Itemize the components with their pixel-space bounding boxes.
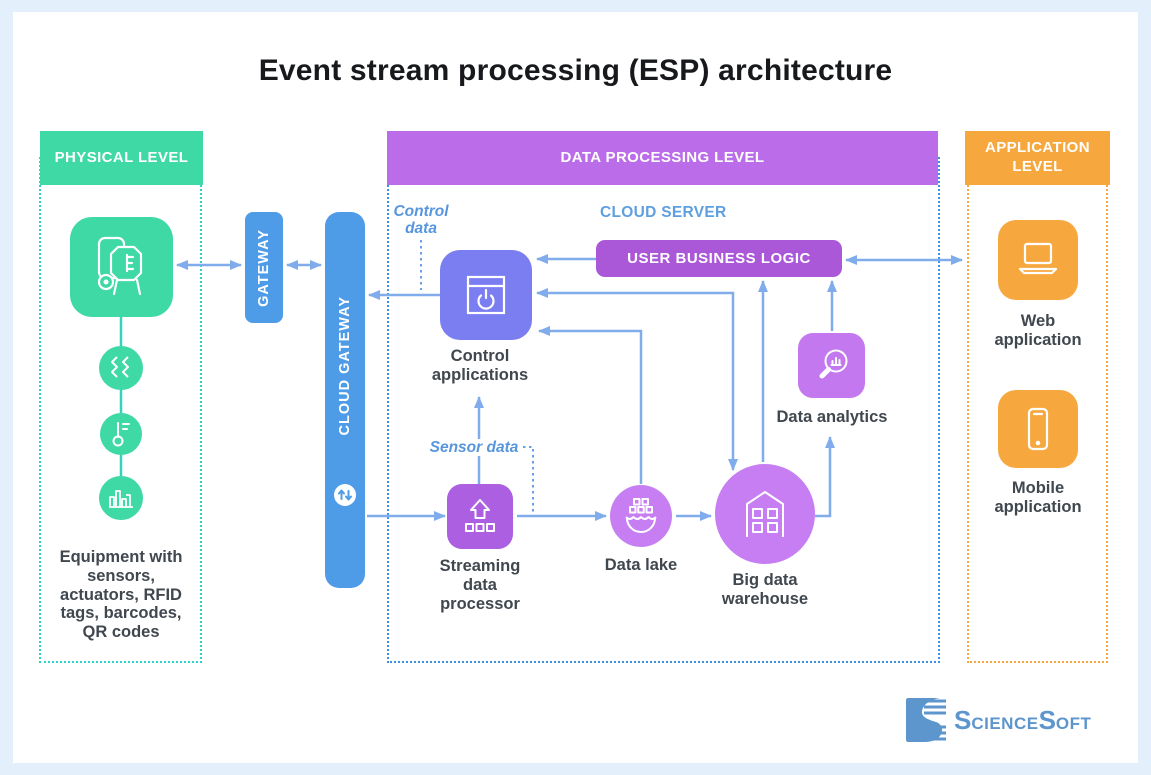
equipment-caption: Equipment with sensors, actuators, RFID …	[59, 548, 183, 642]
data-analytics-label: Data analytics	[776, 408, 888, 426]
data-lake-label: Data lake	[604, 556, 678, 574]
data-lake-node	[610, 485, 672, 547]
equipment-icon	[91, 235, 153, 299]
big-data-warehouse-label: Big data warehouse	[721, 571, 809, 608]
transfer-icon	[334, 484, 356, 506]
physical-level-header: PHYSICAL LEVEL	[40, 131, 203, 185]
laptop-icon	[1012, 238, 1064, 282]
streaming-data-processor-node	[447, 484, 513, 549]
web-application-label: Web application	[994, 312, 1082, 349]
application-level-header-label: APPLICATION LEVEL	[985, 139, 1090, 175]
sensor-data-label: Sensor data	[428, 439, 520, 457]
physical-level-header-label: PHYSICAL LEVEL	[54, 148, 189, 166]
vibration-sensor-node	[99, 346, 143, 390]
equipment-node	[70, 217, 173, 317]
thermometer-sensor-icon	[108, 420, 134, 448]
sciencesoft-logo: SCIENCESOFT	[906, 697, 1126, 743]
user-business-logic-node: USER BUSINESS LOGIC	[596, 240, 842, 277]
thermometer-sensor-node	[100, 413, 142, 455]
application-level-header: APPLICATION LEVEL	[965, 131, 1110, 185]
logo-part: OFT	[1055, 713, 1092, 733]
control-applications-node	[440, 250, 532, 340]
control-applications-label: Control applications	[431, 347, 529, 384]
gateway-label: GATEWAY	[256, 228, 272, 307]
analytics-magnifier-icon	[811, 345, 853, 387]
cloud-gateway-node: CLOUD GATEWAY	[325, 212, 365, 588]
gateway-node: GATEWAY	[245, 212, 283, 323]
cloud-server-label: CLOUD SERVER	[600, 204, 727, 221]
data-processing-level-header-label: DATA PROCESSING LEVEL	[560, 148, 765, 166]
sciencesoft-logo-text: SCIENCESOFT	[954, 705, 1091, 736]
mobile-application-label: Mobile application	[994, 479, 1082, 516]
window-power-icon	[463, 272, 509, 318]
barchart-sensor-icon	[108, 485, 134, 511]
streaming-data-processor-label: Streaming data processor	[439, 557, 521, 613]
sciencesoft-logo-icon	[906, 698, 946, 742]
cloud-gateway-label: CLOUD GATEWAY	[337, 296, 353, 436]
web-application-node	[998, 220, 1078, 300]
vibration-sensor-icon	[108, 355, 134, 381]
page-title: Event stream processing (ESP) architectu…	[258, 54, 893, 87]
logo-part: S	[954, 704, 972, 735]
mobile-application-node	[998, 390, 1078, 468]
user-business-logic-label: USER BUSINESS LOGIC	[627, 250, 811, 267]
data-lake-icon	[621, 497, 661, 535]
logo-part: CIENCE	[971, 713, 1039, 733]
data-processing-level-header: DATA PROCESSING LEVEL	[387, 131, 938, 185]
big-data-warehouse-node	[715, 464, 815, 564]
control-data-label: Control data	[393, 203, 449, 238]
logo-part: S	[1038, 704, 1056, 735]
smartphone-icon	[1016, 405, 1060, 453]
upload-processor-icon	[458, 496, 502, 538]
data-analytics-node	[798, 333, 865, 398]
barchart-sensor-node	[99, 476, 143, 520]
warehouse-icon	[738, 487, 792, 541]
